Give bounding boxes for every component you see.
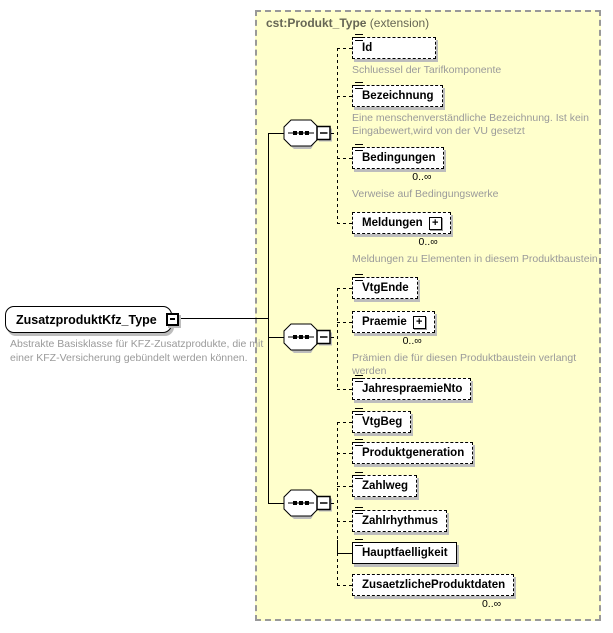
hauptfaelligkeit-line — [337, 540, 352, 554]
element-label: VtgEnde — [362, 282, 409, 294]
expand-icon[interactable]: + — [412, 315, 426, 329]
sequence-group-3[interactable] — [283, 489, 332, 519]
optional-connectors — [331, 48, 352, 586]
element-id[interactable]: Id — [352, 34, 436, 59]
occurrence-label: 0..∞ — [402, 335, 422, 347]
element-hauptfaelligkeit[interactable]: Hauptfaelligkeit — [352, 539, 457, 564]
element-label: Zahlrhythmus — [362, 515, 439, 527]
extension-type-name: cst:Produkt_Type — [266, 16, 367, 30]
element-row-hauptfaelligkeit: Hauptfaelligkeit — [352, 539, 457, 564]
element-row-bedingungen: Bedingungen 0..∞ Verweise auf Bedingungs… — [352, 144, 499, 201]
element-label: Bedingungen — [362, 152, 436, 164]
sequence-group-1[interactable] — [283, 119, 332, 149]
group3-child-lines — [331, 422, 352, 586]
element-annotation: Schluessel der Tarifkomponente — [352, 64, 502, 76]
element-row-id: Id Schluessel der Tarifkomponente — [352, 34, 502, 77]
expand-icon[interactable]: + — [428, 216, 442, 230]
text-content-icon — [355, 408, 363, 416]
element-label: JahrespraemieNto — [362, 383, 463, 395]
element-label: Praemie — [362, 316, 407, 328]
extension-title: cst:Produkt_Type (extension) — [266, 16, 429, 30]
element-zahlrhythmus[interactable]: Zahlrhythmus — [352, 507, 448, 532]
extension-suffix: (extension) — [366, 16, 430, 30]
element-vtgbeg[interactable]: VtgBeg — [352, 408, 412, 433]
element-label: ZusaetzlicheProduktdaten — [362, 579, 506, 591]
element-annotation: Eine menschenverständliche Bezeichnung. … — [352, 112, 589, 138]
required-connectors — [337, 540, 352, 554]
element-zusaetzlicheproduktdaten[interactable]: ZusaetzlicheProduktdaten — [352, 574, 515, 596]
element-meldungen[interactable]: Meldungen + — [352, 212, 451, 234]
element-jahrespraemiento[interactable]: JahrespraemieNto — [352, 375, 472, 400]
root-type-annotation: Abstrakte Basisklasse für KFZ-Zusatzprod… — [10, 338, 264, 364]
text-content-icon — [355, 144, 363, 152]
sequence-group-2[interactable] — [283, 323, 332, 353]
root-type-label: ZusatzproduktKfz_Type — [16, 312, 157, 327]
element-vtgende[interactable]: VtgEnde — [352, 274, 418, 299]
element-row-zahlweg: Zahlweg — [352, 472, 418, 497]
element-row-bezeichnung: Bezeichnung Eine menschenverständliche B… — [352, 82, 604, 138]
element-row-zahlrhythmus: Zahlrhythmus — [352, 507, 448, 532]
occurrence-label: 0..∞ — [481, 598, 502, 610]
solid-connectors — [154, 133, 284, 504]
text-content-icon — [355, 472, 363, 480]
element-annotation: Prämien die für diesen Produktbaustein v… — [352, 352, 577, 378]
group2-child-lines — [331, 288, 352, 390]
element-row-zusaetzlicheproduktdaten: ZusaetzlicheProduktdaten 0..∞ — [352, 574, 515, 610]
element-bedingungen[interactable]: Bedingungen — [352, 144, 445, 169]
text-content-icon — [355, 507, 363, 515]
text-content-icon — [355, 82, 363, 90]
text-content-icon — [355, 539, 363, 547]
element-row-jahrespraemiento: JahrespraemieNto — [352, 375, 472, 400]
occurrence-label: 0..∞ — [418, 236, 438, 248]
element-produktgeneration[interactable]: Produktgeneration — [352, 439, 474, 464]
element-row-produktgeneration: Produktgeneration — [352, 439, 474, 464]
element-label: Hauptfaelligkeit — [362, 547, 448, 559]
element-annotation: Meldungen zu Elementen in diesem Produkt… — [352, 253, 598, 265]
element-annotation: Verweise auf Bedingungswerke — [352, 188, 499, 200]
element-zahlweg[interactable]: Zahlweg — [352, 472, 418, 497]
element-label: Id — [362, 42, 373, 54]
element-label: Zahlweg — [362, 480, 409, 492]
text-content-icon — [355, 274, 363, 282]
element-bezeichnung[interactable]: Bezeichnung — [352, 82, 443, 107]
branch-stubs — [268, 133, 284, 504]
element-label: Produktgeneration — [362, 447, 465, 459]
text-content-icon — [355, 375, 363, 383]
occurrence-label: 0..∞ — [412, 171, 432, 183]
text-content-icon — [355, 439, 363, 447]
text-content-icon — [355, 34, 363, 42]
sequence-groups — [283, 119, 332, 519]
element-label: Meldungen — [362, 217, 423, 229]
element-praemie[interactable]: Praemie + — [352, 311, 435, 333]
group1-child-lines — [331, 48, 352, 224]
root-type-box[interactable]: ZusatzproduktKfz_Type — [5, 306, 179, 333]
element-row-praemie: Praemie + 0..∞ Prämien die für diesen Pr… — [352, 311, 613, 378]
collapse-icon[interactable] — [165, 312, 179, 326]
element-label: Bezeichnung — [362, 90, 434, 102]
element-row-meldungen: Meldungen + 0..∞ Meldungen zu Elementen … — [352, 212, 598, 266]
element-row-vtgende: VtgEnde — [352, 274, 418, 299]
element-label: VtgBeg — [362, 416, 403, 428]
element-row-vtgbeg: VtgBeg — [352, 408, 412, 433]
